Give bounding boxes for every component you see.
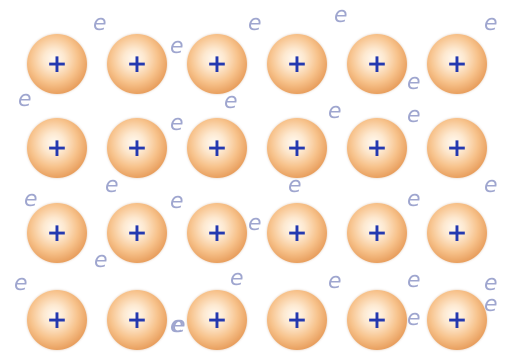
electron-label: e	[328, 99, 342, 124]
electron-label: e	[93, 11, 107, 36]
positive-ion: +	[27, 34, 87, 94]
plus-sign: +	[286, 49, 308, 78]
positive-ion: +	[27, 203, 87, 263]
electron-label: e	[172, 313, 186, 338]
plus-sign: +	[286, 133, 308, 162]
plus-sign: +	[206, 305, 228, 334]
plus-sign: +	[446, 218, 468, 247]
plus-sign: +	[446, 133, 468, 162]
electron-label: e	[407, 103, 421, 128]
positive-ion: +	[187, 34, 247, 94]
electron-label: e	[407, 187, 421, 212]
electron-label: e	[170, 189, 184, 214]
electron-label: e	[170, 34, 184, 59]
plus-sign: +	[126, 49, 148, 78]
electron-label: e	[94, 248, 108, 273]
plus-sign: +	[46, 218, 68, 247]
plus-sign: +	[126, 218, 148, 247]
electron-label: e	[170, 111, 184, 136]
positive-ion: +	[107, 34, 167, 94]
plus-sign: +	[286, 305, 308, 334]
electron-label: e	[407, 306, 421, 331]
electron-label: e	[484, 11, 498, 36]
plus-sign: +	[446, 49, 468, 78]
positive-ion: +	[27, 118, 87, 178]
positive-ion: +	[427, 34, 487, 94]
positive-ion: +	[267, 118, 327, 178]
positive-ion: +	[187, 203, 247, 263]
electron-label: e	[248, 11, 262, 36]
positive-ion: +	[427, 118, 487, 178]
plus-sign: +	[46, 305, 68, 334]
positive-ion: +	[187, 118, 247, 178]
positive-ion: +	[107, 118, 167, 178]
plus-sign: +	[366, 218, 388, 247]
electron-label: e	[288, 173, 302, 198]
electron-label: e	[248, 211, 262, 236]
plus-sign: +	[366, 305, 388, 334]
positive-ion: +	[427, 203, 487, 263]
electron-label: e	[24, 187, 38, 212]
electron-label: e	[484, 271, 498, 296]
plus-sign: +	[206, 49, 228, 78]
positive-ion: +	[347, 118, 407, 178]
electron-label: e	[484, 173, 498, 198]
positive-ion: +	[107, 290, 167, 350]
positive-ion: +	[27, 290, 87, 350]
positive-ion: +	[267, 290, 327, 350]
plus-sign: +	[366, 133, 388, 162]
plus-sign: +	[206, 133, 228, 162]
positive-ion: +	[267, 34, 327, 94]
positive-ion: +	[267, 203, 327, 263]
plus-sign: +	[46, 133, 68, 162]
plus-sign: +	[206, 218, 228, 247]
plus-sign: +	[46, 49, 68, 78]
electron-label: e	[105, 173, 119, 198]
electron-label: e	[407, 268, 421, 293]
positive-ion: +	[187, 290, 247, 350]
electron-label: e	[328, 269, 342, 294]
electron-label: e	[14, 271, 28, 296]
electron-label: e	[230, 266, 244, 291]
electron-label: e	[407, 70, 421, 95]
plus-sign: +	[366, 49, 388, 78]
electron-label: e	[334, 3, 348, 28]
positive-ion: +	[107, 203, 167, 263]
electron-label: e	[18, 87, 32, 112]
positive-ion: +	[347, 290, 407, 350]
plus-sign: +	[126, 133, 148, 162]
electron-label: e	[224, 89, 238, 114]
electron-label: e	[170, 313, 184, 338]
electron-label: e	[484, 292, 498, 317]
plus-sign: +	[446, 305, 468, 334]
positive-ion: +	[347, 34, 407, 94]
plus-sign: +	[286, 218, 308, 247]
positive-ion: +	[427, 290, 487, 350]
positive-ion: +	[347, 203, 407, 263]
plus-sign: +	[126, 305, 148, 334]
